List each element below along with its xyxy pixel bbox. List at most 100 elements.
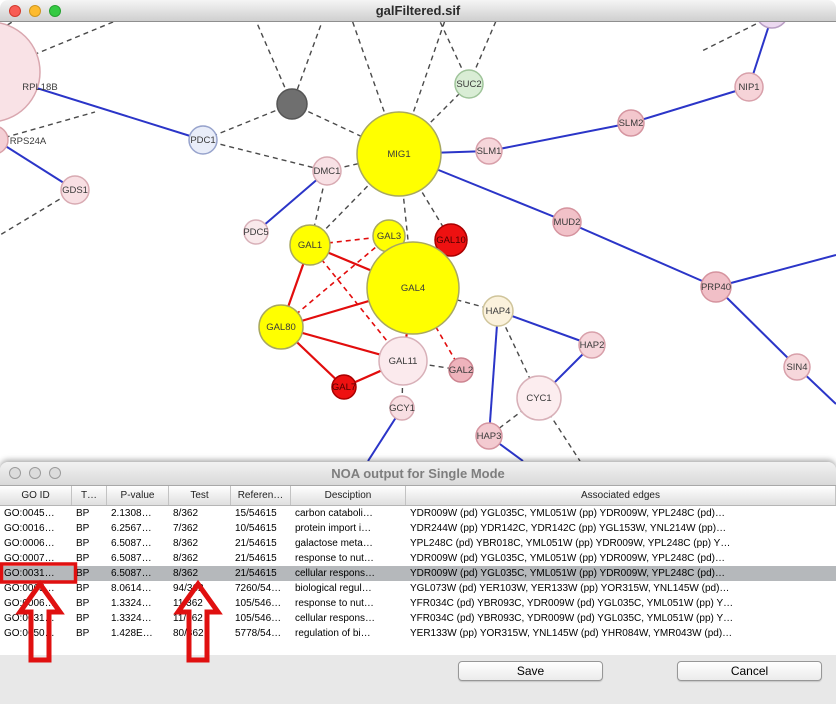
network-edge[interactable] — [0, 22, 130, 72]
table-cell: cellular respons… — [295, 568, 376, 579]
network-node-GAL2[interactable] — [448, 357, 474, 383]
network-node-HAP2[interactable] — [578, 331, 606, 359]
network-node-NIP1[interactable] — [734, 72, 764, 102]
network-edge[interactable] — [630, 86, 750, 124]
network-node-CYC1[interactable] — [516, 375, 562, 421]
network-node-RPS24A[interactable] — [0, 126, 9, 154]
node-label-PDC1: PDC1 — [190, 135, 215, 146]
network-edge[interactable] — [0, 189, 76, 236]
table-cell: GO:0031… — [4, 568, 55, 579]
network-node-GAL80[interactable] — [258, 304, 304, 350]
save-button[interactable]: Save — [458, 661, 603, 681]
network-node-PDC1[interactable] — [188, 125, 218, 155]
network-edge[interactable] — [715, 254, 836, 288]
network-node-HAP3[interactable] — [475, 422, 503, 450]
column-header-0[interactable]: GO ID — [0, 486, 72, 505]
table-cell: YFR034C (pd) YBR093C, YDR009W (pd) YGL03… — [410, 598, 734, 609]
column-header-1[interactable]: T… — [72, 486, 107, 505]
network-edge[interactable] — [291, 22, 330, 105]
network-node-MIG1[interactable] — [356, 111, 442, 197]
minimize-button[interactable] — [29, 467, 41, 479]
network-node-HAP4[interactable] — [482, 295, 514, 327]
network-node-MUD2[interactable] — [552, 207, 582, 237]
network-edge[interactable] — [430, 22, 470, 85]
network-edge[interactable] — [202, 103, 293, 141]
zoom-button[interactable] — [49, 467, 61, 479]
column-header-5[interactable]: Desciption — [291, 486, 406, 505]
table-cell: 1.3324… — [111, 613, 152, 624]
network-node-RPL18B[interactable] — [0, 22, 41, 122]
network-node-unnamed-dark[interactable] — [276, 88, 308, 120]
network-edge[interactable] — [497, 310, 540, 399]
network-node-PRP40[interactable] — [700, 271, 732, 303]
close-button[interactable] — [9, 5, 21, 17]
network-edge[interactable] — [715, 286, 798, 368]
network-window-titlebar[interactable]: galFiltered.sif — [0, 0, 836, 22]
network-node-GAL1[interactable] — [289, 224, 331, 266]
close-button[interactable] — [9, 467, 21, 479]
network-edge[interactable] — [468, 22, 505, 85]
network-edge[interactable] — [0, 111, 96, 140]
table-cell: GO:0050… — [4, 628, 55, 639]
network-edge[interactable] — [488, 310, 499, 437]
network-edge[interactable] — [398, 83, 470, 155]
column-header-4[interactable]: Referen… — [231, 486, 291, 505]
node-label-SUC2: SUC2 — [456, 79, 481, 90]
table-cell: BP — [76, 598, 90, 609]
table-cell: 80/362 — [173, 628, 204, 639]
cancel-button[interactable]: Cancel — [677, 661, 822, 681]
network-edge[interactable] — [255, 170, 328, 233]
network-node-GDS1[interactable] — [60, 175, 90, 205]
zoom-button[interactable] — [49, 5, 61, 17]
network-node-GAL4[interactable] — [366, 241, 460, 335]
network-edge[interactable] — [412, 287, 462, 371]
network-node-GAL10[interactable] — [434, 223, 468, 257]
network-edge[interactable] — [202, 139, 328, 172]
network-edge[interactable] — [247, 22, 293, 105]
network-node-SLM2[interactable] — [617, 109, 645, 137]
noa-window-titlebar[interactable]: NOA output for Single Mode — [0, 462, 836, 486]
table-cell: 7/362 — [173, 523, 199, 534]
column-header-2[interactable]: P-value — [107, 486, 169, 505]
network-node-GAL11[interactable] — [378, 336, 428, 386]
table-cell: YER133W (pp) YOR315W, YNL145W (pd) YHR08… — [410, 628, 733, 639]
network-edge[interactable] — [0, 140, 76, 191]
network-edge[interactable] — [699, 22, 772, 53]
network-node-SUC2[interactable] — [454, 69, 484, 99]
network-edge[interactable] — [291, 103, 400, 155]
table-cell: BP — [76, 508, 90, 519]
table-cell: 21/54615 — [235, 538, 277, 549]
column-header-6[interactable]: Associated edges — [406, 486, 836, 505]
network-node-DMC1[interactable] — [312, 156, 342, 186]
network-edge[interactable] — [488, 122, 632, 152]
network-edge[interactable] — [497, 310, 593, 346]
column-header-3[interactable]: Test — [169, 486, 231, 505]
table-cell: carbon cataboli… — [295, 508, 373, 519]
network-node-SLM1[interactable] — [475, 137, 503, 165]
minimize-button[interactable] — [29, 5, 41, 17]
node-label-HAP2: HAP2 — [580, 340, 605, 351]
network-node-PDC5[interactable] — [243, 219, 269, 245]
network-edge[interactable] — [566, 221, 717, 288]
table-cell: GO:0045… — [4, 508, 55, 519]
network-edge[interactable] — [309, 244, 404, 362]
node-label-GAL11: GAL11 — [389, 356, 418, 367]
network-node-GAL7[interactable] — [331, 374, 357, 400]
network-edge[interactable] — [280, 235, 390, 328]
network-node-corner-node[interactable] — [756, 22, 788, 29]
network-node-GCY1[interactable] — [389, 395, 415, 421]
table-cell: GO:0016… — [4, 523, 55, 534]
table-cell: YDR009W (pd) YGL035C, YML051W (pp) YDR00… — [410, 508, 725, 519]
network-node-SIN4[interactable] — [783, 353, 811, 381]
